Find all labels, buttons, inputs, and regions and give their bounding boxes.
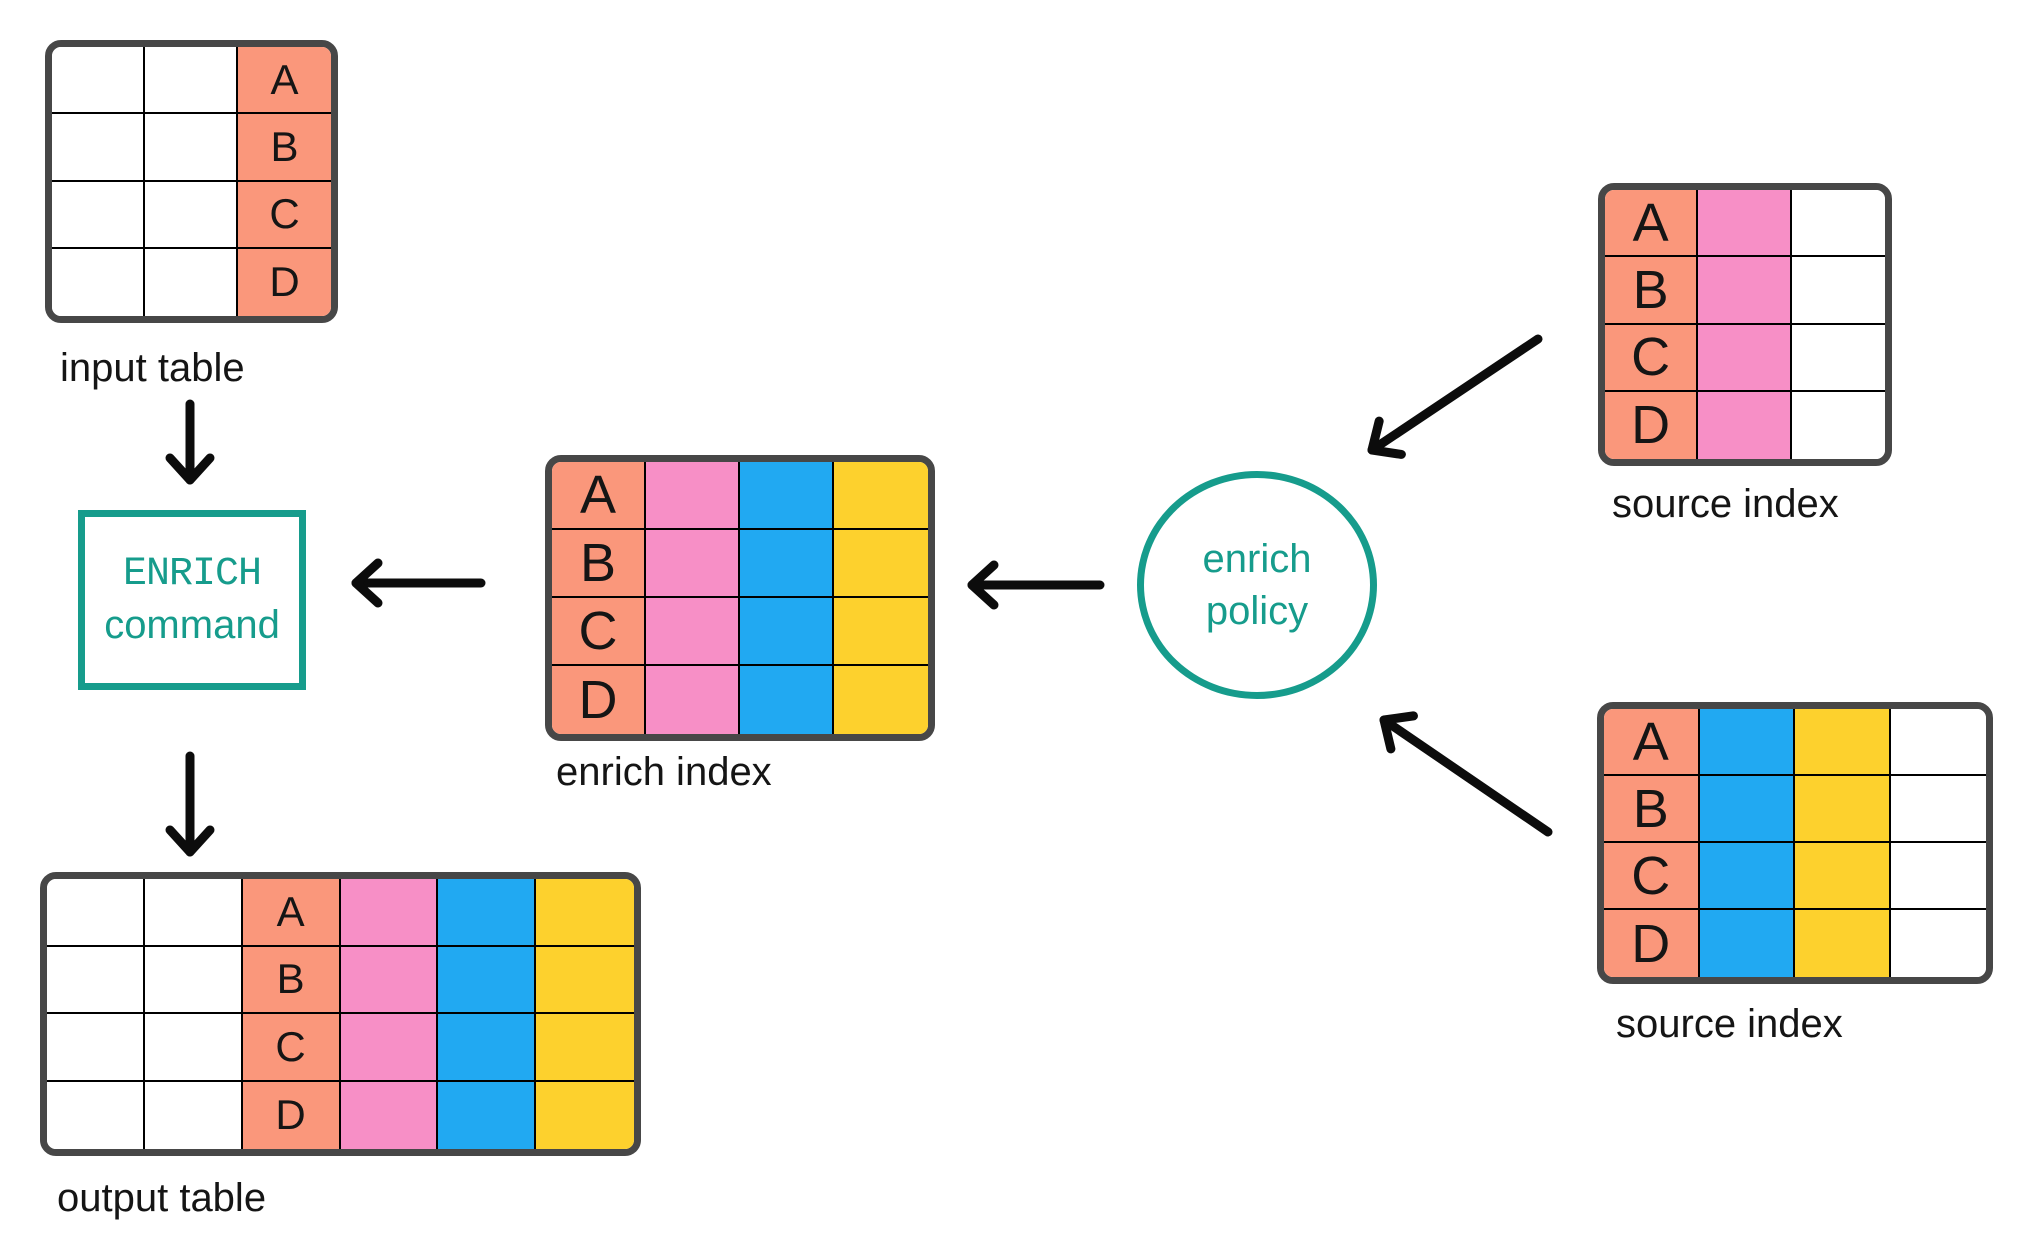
table-cell-key: B xyxy=(238,114,331,182)
table-cell xyxy=(646,666,740,734)
table-cell xyxy=(340,1081,439,1149)
table-cell xyxy=(1699,776,1795,843)
table-cell xyxy=(1795,776,1891,843)
table-cell xyxy=(1890,910,1986,977)
table-cell xyxy=(740,666,834,734)
source-index-top-label: source index xyxy=(1612,482,1839,526)
table-cell xyxy=(1791,190,1885,258)
enrich-index-label: enrich index xyxy=(556,750,772,794)
table-cell-key: A xyxy=(1604,709,1700,776)
enrich-policy-circle: enrich policy xyxy=(1137,471,1377,699)
table-cell xyxy=(438,1081,537,1149)
table-cell-key: D xyxy=(238,248,331,316)
table-cell xyxy=(340,879,439,947)
table-cell-key: A xyxy=(242,879,341,947)
table-cell-key: A xyxy=(1605,190,1699,258)
arrow-source-bottom-to-policy xyxy=(1379,711,1553,837)
table-cell xyxy=(52,248,145,316)
table-cell-key: B xyxy=(1604,776,1700,843)
table-cell-key: B xyxy=(242,946,341,1014)
table-cell xyxy=(52,114,145,182)
table-cell xyxy=(1791,391,1885,459)
table-cell xyxy=(1791,257,1885,325)
table-cell xyxy=(646,598,740,666)
table-cell xyxy=(646,530,740,598)
table-cell xyxy=(47,1014,145,1082)
table-cell xyxy=(52,47,145,115)
table-cell xyxy=(47,1081,145,1149)
table-cell xyxy=(144,1014,243,1082)
table-cell xyxy=(1795,910,1891,977)
table-cell xyxy=(1890,776,1986,843)
table-cell xyxy=(438,879,537,947)
enrich-policy-word1: enrich xyxy=(1202,537,1312,581)
table-cell xyxy=(438,1014,537,1082)
table-cell xyxy=(1698,391,1792,459)
table-cell xyxy=(646,462,740,530)
table-cell-key: A xyxy=(552,462,646,530)
table-cell-key: B xyxy=(1605,257,1699,325)
table-cell xyxy=(1699,709,1795,776)
output-table-label: output table xyxy=(57,1176,267,1220)
table-cell xyxy=(145,181,238,249)
table-cell xyxy=(52,181,145,249)
table-cell-key: C xyxy=(242,1014,341,1082)
table-cell-key: D xyxy=(1604,910,1700,977)
table-cell xyxy=(438,946,537,1014)
table-cell xyxy=(1699,910,1795,977)
table-cell xyxy=(1795,843,1891,910)
table-cell xyxy=(144,1081,243,1149)
input-table-label: input table xyxy=(60,346,245,390)
table-cell xyxy=(834,462,928,530)
table-cell xyxy=(536,1014,634,1082)
arrow-source-top-to-policy xyxy=(1367,334,1543,459)
table-cell-key: D xyxy=(242,1081,341,1149)
table-cell-key: C xyxy=(552,598,646,666)
table-cell xyxy=(536,1081,634,1149)
table-cell xyxy=(1791,324,1885,392)
table-cell-key: D xyxy=(1605,391,1699,459)
table-cell xyxy=(536,946,634,1014)
table-cell xyxy=(834,598,928,666)
table-cell-key: B xyxy=(552,530,646,598)
table-cell xyxy=(1698,257,1792,325)
table-cell-key: A xyxy=(238,47,331,115)
source-index-bottom-label: source index xyxy=(1616,1002,1843,1046)
table-cell xyxy=(145,47,238,115)
table-cell xyxy=(47,946,145,1014)
table-cell xyxy=(740,530,834,598)
table-cell xyxy=(1890,843,1986,910)
table-cell xyxy=(1699,843,1795,910)
enrich-command-keyword: ENRICH xyxy=(122,552,262,597)
enrich-command-box: ENRICH command xyxy=(78,510,306,690)
table-cell xyxy=(1698,190,1792,258)
table-cell xyxy=(47,879,145,947)
table-cell xyxy=(340,1014,439,1082)
table-cell-key: C xyxy=(238,181,331,249)
table-cell xyxy=(740,462,834,530)
table-cell xyxy=(740,598,834,666)
table-cell xyxy=(536,879,634,947)
table-cell xyxy=(145,114,238,182)
table-cell-key: D xyxy=(552,666,646,734)
table-cell-key: C xyxy=(1604,843,1700,910)
table-cell xyxy=(144,946,243,1014)
enrich-policy-word2: policy xyxy=(1205,589,1309,633)
table-cell xyxy=(340,946,439,1014)
table-cell xyxy=(1890,709,1986,776)
table-cell xyxy=(1698,324,1792,392)
table-cell xyxy=(145,248,238,316)
table-cell xyxy=(144,879,243,947)
table-cell xyxy=(834,530,928,598)
enrich-command-word: command xyxy=(104,603,280,647)
table-cell xyxy=(834,666,928,734)
table-cell xyxy=(1795,709,1891,776)
table-cell-key: C xyxy=(1605,324,1699,392)
